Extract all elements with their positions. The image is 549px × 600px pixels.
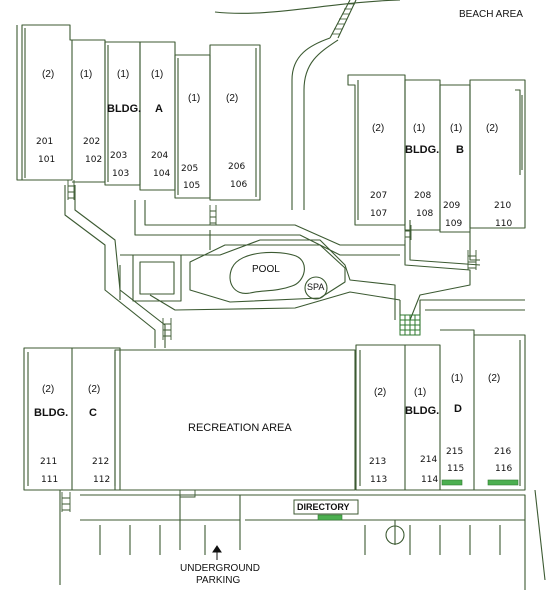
unit-number: 208 [414,191,432,201]
unit-number: 106 [230,180,248,190]
unit-number: 111 [41,475,59,485]
parking-arrow [212,545,222,560]
unit-number: 109 [445,219,463,229]
unit-number: 213 [369,457,387,467]
floor-tag: (1) [414,387,427,398]
unit-number: 108 [416,209,434,219]
floor-tag: (1) [80,69,93,80]
unit-number: 206 [228,162,246,172]
floor-tag: (2) [486,123,499,134]
unit-number: 113 [370,475,388,485]
floor-tag: (2) [374,387,387,398]
underground-parking-label-line1: UNDERGROUND [180,563,260,574]
beach-stairs-treads [332,3,355,35]
unit-number: 116 [495,464,513,474]
unit-number: 112 [93,475,111,485]
pool [229,251,305,294]
unit-number: 203 [110,151,128,161]
unit-number: 115 [447,464,465,474]
floor-tag: (2) [42,69,55,80]
unit-number: 205 [181,164,199,174]
floor-tag: (2) [488,373,501,384]
spa-label: SPA [307,282,325,292]
unit-number: 212 [92,457,110,467]
stair-marks [61,180,477,512]
floor-tag: (1) [151,69,164,80]
floor-tag: (1) [451,373,464,384]
building-d-bldg-label: BLDG. [405,405,440,417]
floor-tag: (2) [42,384,55,395]
beach-area-label: BEACH AREA [459,9,523,20]
beach-path [291,37,339,210]
unit-number: 104 [153,169,171,179]
shoreline [214,0,401,14]
unit-number: 114 [421,475,439,485]
unit-number: 209 [443,201,461,211]
unit-number: 107 [370,209,388,219]
building-d-letter: D [454,403,462,415]
unit-number: 202 [83,137,101,147]
spa [304,276,328,300]
unit-number: 103 [112,169,130,179]
unit-number: 204 [151,151,169,161]
unit-number: 201 [36,137,54,147]
floor-tag: (2) [372,123,385,134]
unit-number: 216 [494,447,512,457]
kiosk-outer [132,254,182,302]
parking-structure [59,489,546,590]
unit-number: 102 [85,155,103,165]
building-b-letter: B [456,144,464,156]
unit-number: 105 [183,181,201,191]
kiosk [139,261,175,295]
unit-number: 214 [420,455,438,465]
pool-label: POOL [252,264,280,275]
directory-bar [317,514,343,521]
walkways [64,185,481,348]
unit-number: 110 [495,219,513,229]
floor-tag: (1) [188,93,201,104]
building-c-bldg-label: BLDG. [34,407,69,419]
unit-number: 215 [446,447,464,457]
directory-box [293,499,359,515]
building-c-outline [23,347,121,491]
floor-tag: (1) [117,69,130,80]
recreation-area [114,349,356,491]
directory-label: DIRECTORY [297,502,350,512]
floor-tag: (2) [88,384,101,395]
floor-tag: (2) [226,93,239,104]
unit-number: 207 [370,191,388,201]
recreation-area-label: RECREATION AREA [188,422,292,434]
floor-tag: (1) [413,123,426,134]
underground-parking-label-line2: PARKING [196,575,241,586]
unit-115-highlight [441,479,463,486]
building-a-letter: A [155,103,163,115]
unit-number: 210 [494,201,512,211]
building-a-bldg-label: BLDG. [107,103,142,115]
building-d-outline [355,329,526,491]
entrance-grid [399,314,421,336]
building-c-letter: C [89,407,97,419]
unit-116-highlight [487,479,519,486]
floor-tag: (1) [450,123,463,134]
building-a-outline [16,24,261,201]
unit-number: 101 [38,155,56,165]
building-b-bldg-label: BLDG. [405,144,440,156]
unit-number: 211 [40,457,58,467]
building-b-outline [347,74,526,233]
pool-deck [189,244,346,303]
